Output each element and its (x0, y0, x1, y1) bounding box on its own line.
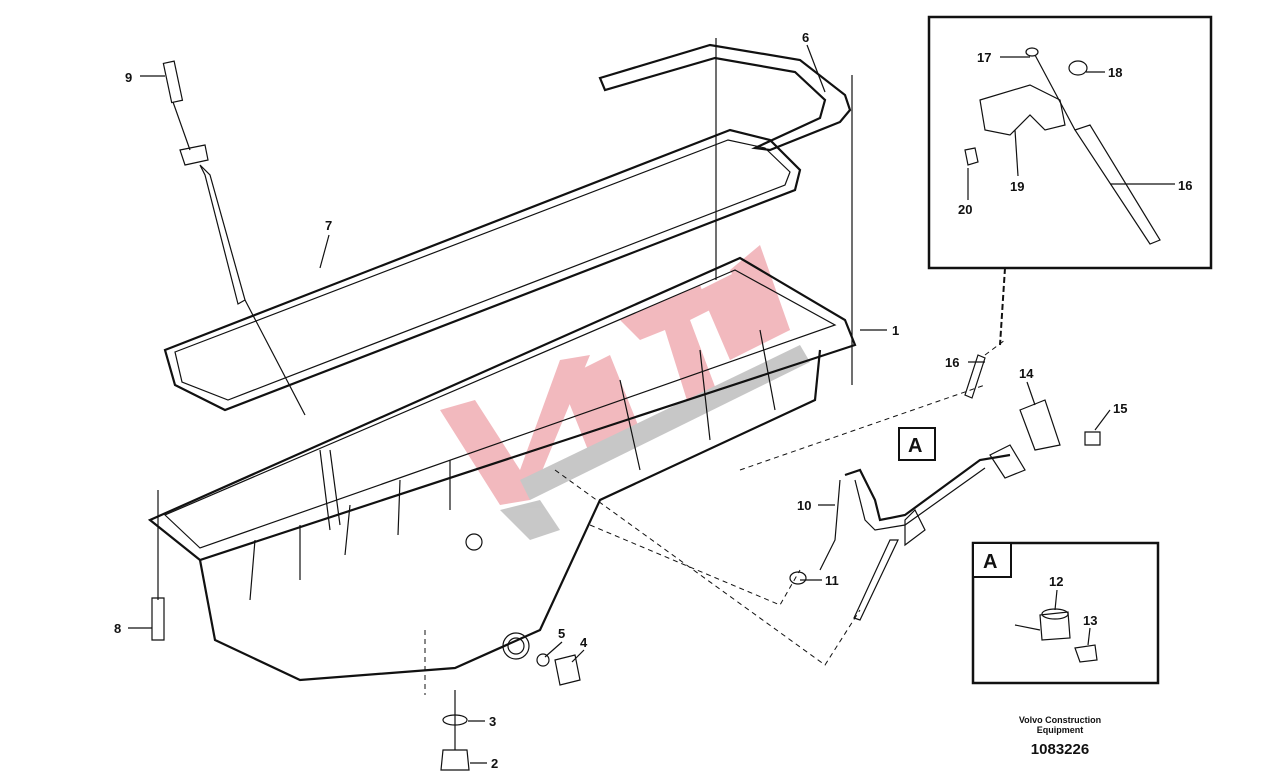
dipstick-guide-assembly (789, 339, 1101, 621)
detail-box-dipstick (927, 15, 1213, 346)
company-name-line2: Equipment (1036, 725, 1084, 735)
callout-20: 20 (958, 202, 972, 217)
callout-4: 4 (580, 635, 588, 650)
callout-3: 3 (489, 714, 496, 729)
callout-8: 8 (114, 621, 121, 636)
callout-1: 1 (892, 323, 899, 338)
callout-10: 10 (797, 498, 811, 513)
detail-box-a (971, 541, 1160, 685)
callout-9: 9 (125, 70, 132, 85)
company-name-line1: Volvo Construction (1018, 715, 1102, 725)
callout-7: 7 (325, 218, 332, 233)
drawing-number: 1083226 (1030, 741, 1090, 758)
callout-14: 14 (1019, 366, 1034, 381)
detail-marker-a-label: A (908, 435, 922, 457)
callout-5: 5 (558, 626, 565, 641)
callout-15: 15 (1113, 401, 1127, 416)
callout-2: 2 (491, 756, 498, 771)
leader-lines (128, 44, 1175, 764)
detail-marker-a (898, 427, 936, 461)
callout-12: 12 (1049, 574, 1063, 589)
callout-11: 11 (825, 573, 839, 588)
dipstick-tube (162, 60, 306, 416)
drawing-credit: Volvo Construction Equipment 1083226 (1000, 715, 1120, 758)
drain-plug-assembly (151, 597, 581, 771)
callout-17: 17 (977, 50, 991, 65)
oil-pan-seal (163, 128, 802, 412)
gasket-frame (598, 43, 852, 152)
callout-18: 18 (1108, 65, 1122, 80)
watermark-logo (440, 245, 810, 540)
callout-13: 13 (1083, 613, 1097, 628)
callout-16: 16 (945, 355, 959, 370)
callout-6: 6 (802, 30, 809, 45)
callout-16-detail: 16 (1178, 178, 1192, 193)
oil-pan (147, 38, 857, 682)
callout-19: 19 (1010, 179, 1024, 194)
detail-box-a-label: A (983, 551, 997, 573)
